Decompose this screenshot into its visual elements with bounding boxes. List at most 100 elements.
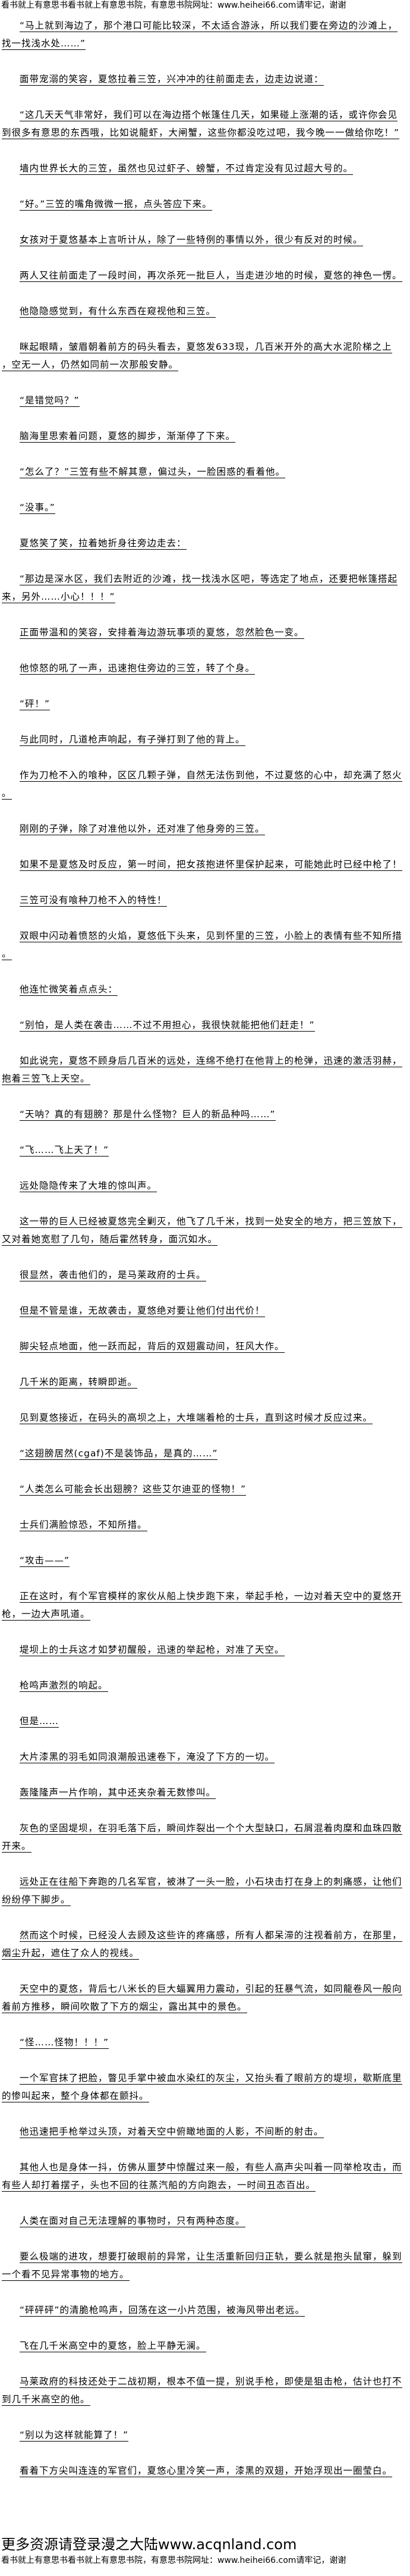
paragraph-line: 一个军官抹了把脸，瞥见手掌中被血水染红的灰尘，又抬头看了眼前方的堤坝，歇斯底里 bbox=[0, 2070, 410, 2088]
underlined-text: “飞……飞上天了！” bbox=[20, 1145, 109, 1157]
paragraph-line: 一个看不见异常事物的地方。 bbox=[0, 2267, 410, 2284]
underlined-text: 他连忙微笑着点点头： bbox=[20, 984, 118, 996]
paragraph-line: 刚刚的子弹，除了对准他以外，还对准了他身旁的三笠。 bbox=[0, 821, 410, 839]
paragraph-line: 烟尘升起，遮住了众人的视线。 bbox=[0, 1945, 410, 1963]
underlined-text: 正在这时，有个军官模样的家伙从船上快步跑下来，举起手枪，一边对着天空中的夏悠开 bbox=[20, 1591, 402, 1603]
paragraph-line: 两人又往前面走了一段时间，再次杀死一批巨人，当走进沙地的时候，夏悠的神色一愣。 bbox=[0, 268, 410, 286]
paragraph-line: 面带宠溺的笑容，夏悠拉着三笠，兴冲冲的往前面走去，边走边说道： bbox=[0, 71, 410, 89]
paragraph-line: “别以为这样就能算了！” bbox=[0, 2427, 410, 2445]
underlined-text: 飞在几千米高空中的夏悠，脸上平静无澜。 bbox=[20, 2340, 206, 2352]
paragraph: 他惊怒的吼了一声，迅速抱住旁边的三笠，转了个身。 bbox=[0, 660, 410, 678]
underlined-text: “人类怎么可能会长出翅膀？这些艾尔迪亚的怪物！” bbox=[20, 1484, 247, 1496]
paragraph: 两人又往前面走了一段时间，再次杀死一批巨人，当走进沙地的时候，夏悠的神色一愣。 bbox=[0, 268, 410, 286]
underlined-text: 双眼中闪动着愤怒的火焰，夏悠低下头来，见到怀里的三笠，小脸上的表情有些不知所措 bbox=[20, 930, 402, 942]
underlined-text: 脚尖轻点地面，他一跃而起，背后的双翅震动间，狂风大作。 bbox=[20, 1341, 285, 1353]
underlined-text: 来，另外……小心！！！” bbox=[2, 591, 115, 603]
underlined-text: 抱着三笠飞上天空。 bbox=[2, 1073, 90, 1085]
underlined-text: 天空中的夏悠，背后七八米长的巨大蝠翼用力震动，引起的狂暴气流，如同龍卷风一般向 bbox=[20, 1983, 402, 1995]
paragraph-line: 又对着她宽慰了几句，随后霍然转身，面沉如水。 bbox=[0, 1231, 410, 1249]
paragraph-line: 如此说完，夏悠不顾身后几百米的远处，连绵不绝打在他背上的枪弹，迅速的激活羽赫， bbox=[0, 1053, 410, 1071]
underlined-text: 人类在面对自己无法理解的事物时，只有两种态度。 bbox=[20, 2215, 245, 2227]
underlined-text: “好。”三笠的嘴角微微一抿，点头答应下来。 bbox=[20, 199, 212, 211]
paragraph: 这一带的巨人已经被夏悠完全剿灭，他飞了几千米，找到一处安全的地方，把三笠放下， 又… bbox=[0, 1214, 410, 1249]
paragraph: 夏悠笑了笑，拉着她折身往旁边走去： bbox=[0, 535, 410, 553]
underlined-text: 其他人也是身体一抖，仿佛从噩梦中惊醒过来一般，有些人高声尖叫着一同举枪攻击，而 bbox=[20, 2162, 402, 2174]
underlined-text: 他迅速把手枪举过头顶，对着天空中俯瞰地面的人影，不间断的射击。 bbox=[20, 2126, 324, 2138]
underlined-text: 远处隐隐传来了大堆的惊叫声。 bbox=[20, 1180, 157, 1192]
paragraph: 他迅速把手枪举过头顶，对着天空中俯瞰地面的人影，不间断的射击。 bbox=[0, 2124, 410, 2142]
paragraph: 刚刚的子弹，除了对准他以外，还对准了他身旁的三笠。 bbox=[0, 821, 410, 839]
paragraph-line: 的惨叫起来，整个身体都在颤抖。 bbox=[0, 2088, 410, 2106]
paragraph-line: 他连忙微笑着点点头： bbox=[0, 982, 410, 999]
underlined-text: 着前方推移，瞬间吹散了下方的烟尘，露出其中的景色。 bbox=[2, 2001, 247, 2013]
paragraph: 堤坝上的士兵这才如梦初醒般，迅速的举起枪，对准了天空。 bbox=[0, 1642, 410, 1660]
underlined-text: 几千米的距离，转瞬即逝。 bbox=[20, 1377, 138, 1389]
paragraph: “天呐？真的有翅膀？那是什么怪物？巨人的新品种吗……” bbox=[0, 1107, 410, 1124]
paragraph-line: 找一找浅水处……” bbox=[0, 36, 410, 54]
underlined-text: 枪鸣声激烈的响起。 bbox=[20, 1680, 108, 1692]
paragraph: 正在这时，有个军官模样的家伙从船上快步跑下来，举起手枪，一边对着天空中的夏悠开枪… bbox=[0, 1588, 410, 1624]
paragraph: 远处正在往船下奔跑的几名军官，被淋了一头一脸，小石块击打在身上的刺痛感，让他们纷… bbox=[0, 1874, 410, 1910]
paragraph-line: “砰！” bbox=[0, 696, 410, 714]
underlined-text: 这一带的巨人已经被夏悠完全剿灭，他飞了几千米，找到一处安全的地方，把三笠放下， bbox=[20, 1216, 402, 1228]
underlined-text: “砰！” bbox=[20, 698, 51, 710]
paragraph-line: 他隐隐感觉到，有什么东西在窥视他和三笠。 bbox=[0, 303, 410, 321]
paragraph: 灰色的坚固堤坝，在羽毛落下后，瞬间炸裂出一个个大型缺口，石屑混着肉糜和血珠四散开… bbox=[0, 1820, 410, 1856]
underlined-text: 但是不管是谁，无故袭击，夏悠绝对要让他们付出代价！ bbox=[20, 1305, 265, 1317]
underlined-text: “别怕，是人类在袭击……不过不用担心，我很快就能把他们赶走！” bbox=[20, 1020, 315, 1032]
paragraph-line: 墙内世界长大的三笠，虽然也见过虾子、螃蟹，不过肯定没有见过超大号的。 bbox=[0, 161, 410, 178]
paragraph-line: 。 bbox=[0, 785, 410, 803]
underlined-text: “马上就到海边了，那个港口可能比较深，不太适合游泳，所以我们要在旁边的沙滩上， bbox=[20, 20, 398, 32]
paragraph-line: “好。”三笠的嘴角微微一抿，点头答应下来。 bbox=[0, 196, 410, 214]
footer-url-line: 看书就上有意思书看书就上有意思书院，有意思书院网址：www.heihei66.c… bbox=[1, 2556, 346, 2565]
paragraph-line: 正面带温和的笑容，安排着海边游玩事项的夏悠，忽然脸色一变。 bbox=[0, 625, 410, 643]
paragraph: 三笠可没有喰种刀枪不入的特性！ bbox=[0, 892, 410, 910]
paragraph: 枪鸣声激烈的响起。 bbox=[0, 1678, 410, 1696]
underlined-text: “攻击——” bbox=[20, 1555, 70, 1567]
paragraph-line: 要么极端的进攻，想要打破眼前的异常，让生活重新回归正轨，要么就是抱头鼠窜，躲到 bbox=[0, 2249, 410, 2267]
paragraph-line: 双眼中闪动着愤怒的火焰，夏悠低下头来，见到怀里的三笠，小脸上的表情有些不知所措 bbox=[0, 928, 410, 946]
underlined-text: 。 bbox=[2, 788, 12, 800]
paragraph-line: 见到夏悠接近，在码头的高坝之上，大堆端着枪的士兵，直到这时候才反应过来。 bbox=[0, 1410, 410, 1428]
paragraph-line: 纷纷停下脚步。 bbox=[0, 1892, 410, 1910]
underlined-text: 烟尘升起，遮住了众人的视线。 bbox=[2, 1948, 140, 1960]
underlined-text: 夏悠笑了笑，拉着她折身往旁边走去： bbox=[20, 538, 187, 550]
paragraph: 但是不管是谁，无故袭击，夏悠绝对要让他们付出代价！ bbox=[0, 1303, 410, 1321]
paragraph-line: 马莱政府的科技还处于二战初期，根本不值一提，别说手枪，即使是狙击枪，估计也打不 bbox=[0, 2374, 410, 2392]
underlined-text: 女孩对于夏悠基本上言听计从，除了一些特例的事情以外，很少有反对的时候。 bbox=[20, 234, 363, 246]
paragraph: “是错觉吗？” bbox=[0, 393, 410, 410]
paragraph-line: “人类怎么可能会长出翅膀？这些艾尔迪亚的怪物！” bbox=[0, 1481, 410, 1499]
paragraph: 他隐隐感觉到，有什么东西在窥视他和三笠。 bbox=[0, 303, 410, 321]
underlined-text: 墙内世界长大的三笠，虽然也见过虾子、螃蟹，不过肯定没有见过超大号的。 bbox=[20, 163, 354, 175]
underlined-text: 堤坝上的士兵这才如梦初醒般，迅速的举起枪，对准了天空。 bbox=[20, 1644, 285, 1656]
paragraph: 要么极端的进攻，想要打破眼前的异常，让生活重新回归正轨，要么就是抱头鼠窜，躲到一… bbox=[0, 2249, 410, 2284]
paragraph-line: 士兵们满脸惊恐，不知所措。 bbox=[0, 1517, 410, 1535]
paragraph: 面带宠溺的笑容，夏悠拉着三笠，兴冲冲的往前面走去，边走边说道： bbox=[0, 71, 410, 89]
underlined-text: “这翅膀居然(cgaf)不是装饰品，是真的……” bbox=[20, 1448, 218, 1460]
paragraph: 如此说完，夏悠不顾身后几百米的远处，连绵不绝打在他背上的枪弹，迅速的激活羽赫， 抱… bbox=[0, 1053, 410, 1089]
paragraph: “这几天天气非常好，我们可以在海边搭个帐篷住几天，如果碰上涨潮的话，或许你会见到… bbox=[0, 107, 410, 143]
paragraph-line: 到很多有意思的东西哦，比如说龍虾，大闸蟹，这些你都没吃过吧，我今晚一一做给你吃！… bbox=[0, 125, 410, 143]
paragraph-line: “怎么了？”三笠有些不解其意，偏过头，一脸困惑的看着他。 bbox=[0, 464, 410, 482]
paragraph: 马莱政府的科技还处于二战初期，根本不值一提，别说手枪，即使是狙击枪，估计也打不到… bbox=[0, 2374, 410, 2409]
paragraph: “飞……飞上天了！” bbox=[0, 1142, 410, 1160]
paragraph: “好。”三笠的嘴角微微一抿，点头答应下来。 bbox=[0, 196, 410, 214]
paragraph-line: 脚尖轻点地面，他一跃而起，背后的双翅震动间，狂风大作。 bbox=[0, 1339, 410, 1356]
paragraph: 墙内世界长大的三笠，虽然也见过虾子、螃蟹，不过肯定没有见过超大号的。 bbox=[0, 161, 410, 178]
underlined-text: 看着下方尖叫连连的军官们，夏悠心里冷笑一声，漆黑的双翅，开始浮现出一圈莹白。 bbox=[20, 2465, 393, 2477]
underlined-text: 远处正在往船下奔跑的几名军官，被淋了一头一脸，小石块击打在身上的刺痛感，让他们 bbox=[20, 1876, 402, 1888]
paragraph-line: 看着下方尖叫连连的军官们，夏悠心里冷笑一声，漆黑的双翅，开始浮现出一圈莹白。 bbox=[0, 2463, 410, 2481]
paragraph-line: 眯起眼睛，皱眉朝着前方的码头看去，夏悠发633现，几百米开外的高大水泥阶梯之上 bbox=[0, 339, 410, 357]
underlined-text: 开来。 bbox=[2, 1841, 31, 1853]
underlined-text: “怪……怪物！！！” bbox=[20, 2037, 109, 2049]
paragraph-line: 大片漆黑的羽毛如同浪潮般迅速卷下，淹没了下方的一切。 bbox=[0, 1749, 410, 1767]
underlined-text: “怎么了？”三笠有些不解其意，偏过头，一脸困惑的看着他。 bbox=[20, 466, 286, 478]
underlined-text: 但是…… bbox=[20, 1716, 59, 1728]
paragraph-line: 正在这时，有个军官模样的家伙从船上快步跑下来，举起手枪，一边对着天空中的夏悠开 bbox=[0, 1588, 410, 1606]
underlined-text: 见到夏悠接近，在码头的高坝之上，大堆端着枪的士兵，直到这时候才反应过来。 bbox=[20, 1412, 373, 1424]
underlined-text: 正面带温和的笑容，安排着海边游玩事项的夏悠，忽然脸色一变。 bbox=[20, 627, 304, 639]
paragraph: 然而这个时候，已经没人去顾及这些许的疼痛感，所有人都呆滞的注视着前方，在那里，烟… bbox=[0, 1928, 410, 1963]
underlined-text: 轰隆隆声一片作响，其中还夹杂着无数惨叫。 bbox=[20, 1787, 216, 1799]
paragraph: 女孩对于夏悠基本上言听计从，除了一些特例的事情以外，很少有反对的时候。 bbox=[0, 232, 410, 250]
paragraph: “这翅膀居然(cgaf)不是装饰品，是真的……” bbox=[0, 1446, 410, 1464]
